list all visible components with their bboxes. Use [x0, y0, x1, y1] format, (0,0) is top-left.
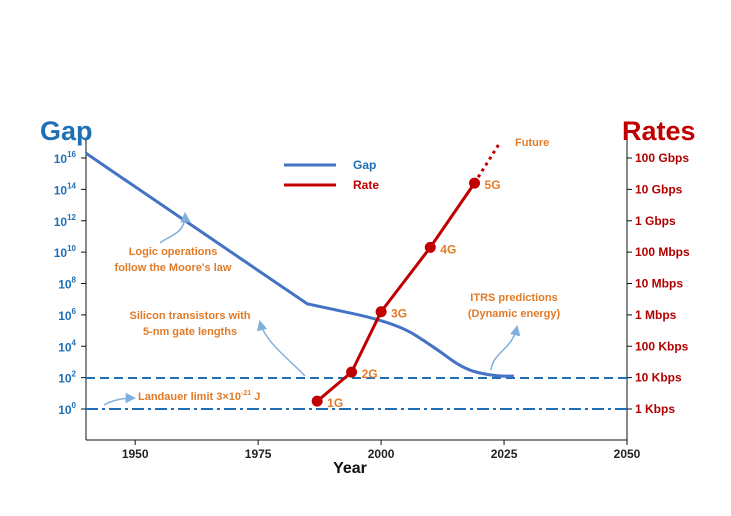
- left-tick-label: 1014: [54, 181, 77, 197]
- left-tick-base: 10: [58, 278, 72, 292]
- x-tick-label: 2050: [614, 447, 641, 461]
- x-axis-label: Year: [333, 460, 367, 477]
- left-axis-title: Gap: [40, 116, 93, 146]
- rate-point-label-5g: 5G: [485, 178, 501, 192]
- left-tick-label: 106: [58, 307, 76, 323]
- left-tick-base: 10: [58, 403, 72, 417]
- silicon-annotation-arrow: [256, 319, 306, 377]
- itrs-annotation-arrow: [490, 324, 521, 371]
- left-tick-exponent: 2: [72, 370, 77, 379]
- rate-point-label-1g: 1G: [327, 396, 343, 410]
- right-tick-label: 1 Gbps: [635, 214, 676, 228]
- rate-point-3g: [375, 306, 387, 318]
- left-tick-label: 108: [58, 276, 76, 292]
- left-tick-base: 10: [54, 152, 68, 166]
- gap-series-line: [85, 152, 514, 378]
- rate-points: 1G 2G 3G 4G 5G: [311, 177, 501, 410]
- landauer-annotation-exponent: -21: [241, 390, 251, 397]
- rate-point-label-2g: 2G: [362, 367, 378, 381]
- right-tick-label: 100 Gbps: [635, 151, 689, 165]
- left-tick-base: 10: [54, 183, 68, 197]
- left-tick-label: 1010: [54, 244, 77, 260]
- right-axis-ticks: 1 Kbps 10 Kbps 100 Kbps 1 Mbps 10 Mbps 100 Mb…: [627, 151, 690, 416]
- left-tick-label: 104: [58, 338, 76, 354]
- landauer-annotation-prefix: Landauer limit 3×10: [138, 391, 241, 403]
- future-label: Future: [515, 137, 549, 149]
- x-tick-label: 1975: [245, 447, 272, 461]
- landauer-annotation: Landauer limit 3×10-21 J: [138, 390, 260, 403]
- right-tick-label: 10 Gbps: [635, 182, 683, 196]
- right-tick-label: 1 Mbps: [635, 308, 677, 322]
- left-tick-label: 100: [58, 401, 76, 417]
- left-tick-exponent: 4: [72, 338, 77, 347]
- left-tick-base: 10: [58, 309, 72, 323]
- left-tick-base: 10: [58, 340, 72, 354]
- left-tick-label: 1016: [54, 150, 77, 166]
- x-axis-ticks: 1950 1975 2000 2025 2050: [122, 440, 641, 461]
- itrs-annotation-line2: (Dynamic energy): [468, 308, 561, 320]
- left-tick-label: 1012: [54, 213, 77, 229]
- left-tick-exponent: 16: [67, 150, 76, 159]
- right-axis-title: Rates: [622, 116, 696, 146]
- left-tick-exponent: 12: [67, 213, 76, 222]
- logic-annotation-line1: Logic operations: [129, 246, 218, 258]
- rate-point-label-4g: 4G: [440, 242, 456, 256]
- x-tick-label: 2000: [368, 447, 395, 461]
- axes-frame: [85, 140, 628, 441]
- x-tick-label: 2025: [491, 447, 518, 461]
- right-tick-label: 100 Kbps: [635, 339, 689, 353]
- left-tick-exponent: 8: [72, 276, 77, 285]
- left-tick-base: 10: [54, 215, 68, 229]
- right-tick-label: 1 Kbps: [635, 402, 675, 416]
- left-tick-exponent: 10: [67, 244, 76, 253]
- landauer-annotation-arrow: [103, 392, 137, 406]
- left-tick-exponent: 6: [72, 307, 77, 316]
- landauer-annotation-suffix: J: [251, 391, 260, 403]
- left-tick-base: 10: [58, 372, 72, 386]
- itrs-annotation-line1: ITRS predictions: [470, 292, 557, 304]
- rate-point-label-3g: 3G: [391, 307, 407, 321]
- legend: Gap Rate: [284, 158, 379, 192]
- rate-point-2g: [346, 366, 358, 378]
- rate-future-dotted-line: [473, 143, 501, 184]
- silicon-annotation-line2: 5-nm gate lengths: [143, 326, 237, 338]
- logic-annotation-arrow: [159, 211, 191, 244]
- left-tick-exponent: 0: [72, 401, 77, 410]
- left-tick-base: 10: [54, 246, 68, 260]
- rate-point-5g: [469, 177, 481, 189]
- right-tick-label: 10 Mbps: [635, 277, 683, 291]
- silicon-annotation-line1: Silicon transistors with: [129, 310, 250, 322]
- logic-annotation-line2: follow the Moore's law: [115, 262, 232, 274]
- rate-series-line: [316, 182, 476, 403]
- left-tick-label: 102: [58, 370, 76, 386]
- legend-rate-label: Rate: [353, 178, 379, 192]
- left-tick-exponent: 14: [67, 181, 76, 190]
- rate-point-1g: [311, 395, 323, 407]
- right-tick-label: 100 Mbps: [635, 245, 690, 259]
- rate-point-4g: [424, 241, 436, 253]
- right-tick-label: 10 Kbps: [635, 371, 682, 385]
- legend-gap-label: Gap: [353, 158, 376, 172]
- x-tick-label: 1950: [122, 447, 149, 461]
